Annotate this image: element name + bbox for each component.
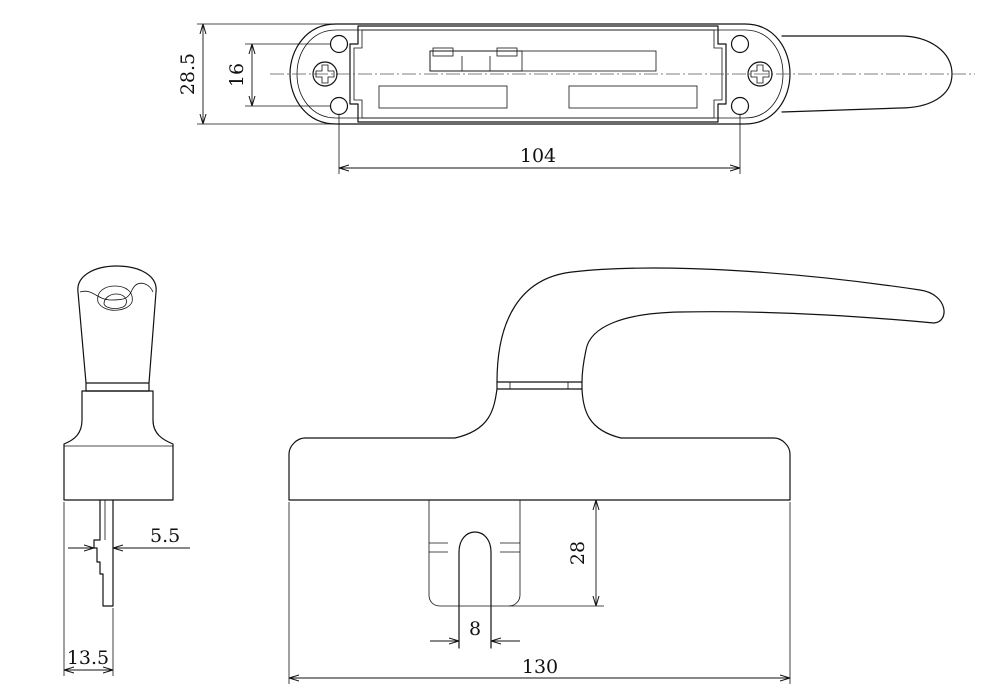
top-view-rose-outer xyxy=(289,23,791,125)
phillips-screw-icon xyxy=(747,61,773,87)
dim-label-base-depth: 13.5 xyxy=(67,647,109,669)
side-view: 5.5 13.5 xyxy=(63,265,190,676)
front-view-spindle xyxy=(458,531,492,649)
front-view-lever xyxy=(496,267,945,383)
front-view: 28 8 130 xyxy=(288,267,945,684)
screw-hole-icon xyxy=(329,34,349,54)
side-view-spindle xyxy=(93,499,114,607)
front-view-rose xyxy=(288,388,791,501)
dim-label-spindle-length: 28 xyxy=(567,541,589,565)
side-view-rose xyxy=(63,390,174,501)
screw-hole-icon xyxy=(730,34,750,54)
dim-label-screw-spacing-vertical: 16 xyxy=(226,63,248,87)
top-view-mechanism xyxy=(378,47,698,109)
top-view-rose-inner xyxy=(296,29,784,119)
front-view-spindle-housing xyxy=(428,500,521,607)
dim-label-spindle-width: 8 xyxy=(469,618,481,640)
side-view-grip xyxy=(77,265,157,384)
dim-label-overall-length: 130 xyxy=(522,656,558,678)
phillips-screw-icon xyxy=(312,61,338,87)
dim-label-spindle-offset: 5.5 xyxy=(150,525,180,547)
top-view: 28.5 16 104 xyxy=(177,23,975,174)
top-view-backplate xyxy=(349,25,727,123)
screw-hole-icon xyxy=(329,96,349,116)
side-view-neck xyxy=(85,382,150,392)
dim-label-screw-spacing-horizontal: 104 xyxy=(520,145,556,167)
screw-hole-icon xyxy=(730,96,750,116)
dim-label-plate-width: 28.5 xyxy=(177,53,199,95)
